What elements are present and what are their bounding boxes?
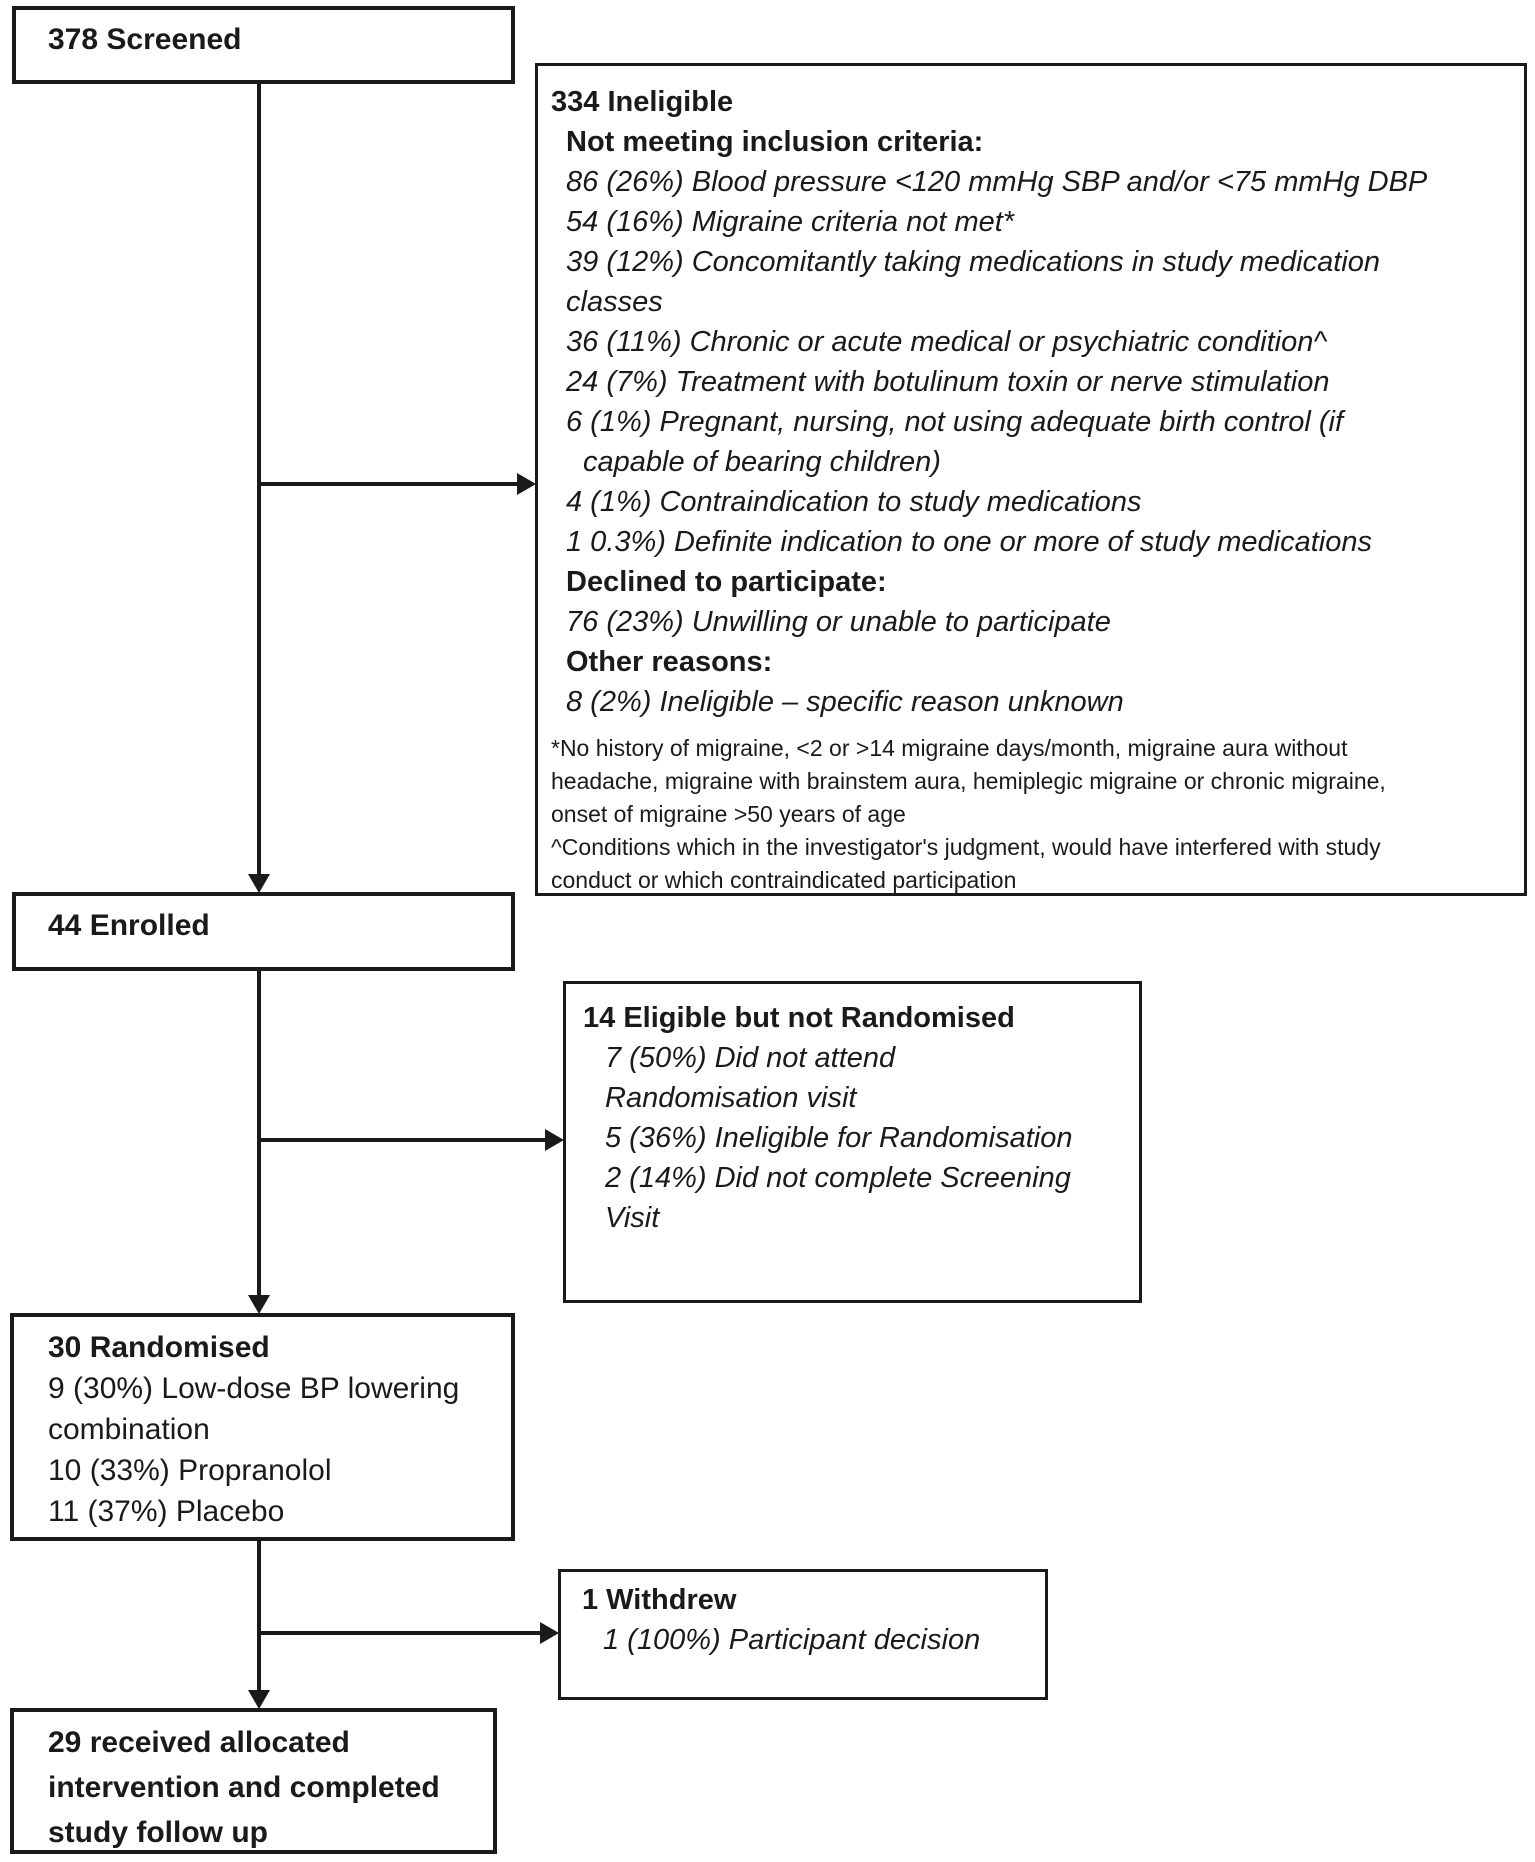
footnote-line: *No history of migraine, <2 or >14 migra… (551, 735, 1348, 761)
arrowhead-right-eligible-not-randomised (545, 1129, 564, 1151)
box-text-line: classes (566, 286, 663, 318)
box-screened: 378 Screened (12, 6, 515, 84)
footnote-block: *No history of migraine, <2 or >14 migra… (551, 732, 1524, 897)
box-enrolled: 44 Enrolled (12, 892, 515, 971)
box-text-line: Visit (605, 1202, 660, 1234)
box-text-line: Randomisation visit (605, 1082, 857, 1114)
arrowhead-right-withdrew (540, 1622, 559, 1644)
box-randomised: 30 Randomised 9 (30%) Low-dose BP lowerin… (10, 1313, 515, 1541)
box-text-line: 8 (2%) Ineligible – specific reason unkn… (566, 686, 1124, 718)
footnote-line: ^Conditions which in the investigator's … (551, 834, 1381, 860)
box-text-line: 29 received allocated (48, 1726, 350, 1759)
footnote-line: onset of migraine >50 years of age (551, 801, 906, 827)
connector-screened-to-enrolled (257, 84, 261, 874)
box-text-line: 5 (36%) Ineligible for Randomisation (605, 1122, 1073, 1154)
box-text-line: 10 (33%) Propranolol (48, 1454, 332, 1487)
footnote-line: conduct or which contraindicated partici… (551, 867, 1017, 893)
box-text-line: 86 (26%) Blood pressure <120 mmHg SBP an… (566, 166, 1428, 198)
box-text-line: 30 Randomised (48, 1331, 270, 1364)
box-text-line: Other reasons: (566, 646, 773, 678)
arrowhead-down-randomised (248, 1295, 270, 1314)
box-received-intervention: 29 received allocated intervention and co… (10, 1708, 497, 1854)
arrowhead-down-enrolled (248, 874, 270, 893)
connector-randomised-to-received (257, 1541, 261, 1690)
box-text-line: 1 (100%) Participant decision (603, 1624, 981, 1656)
box-text-line: 1 Withdrew (582, 1584, 737, 1616)
box-text-line: 14 Eligible but not Randomised (583, 1002, 1015, 1034)
box-text-line: 378 Screened (48, 23, 242, 56)
box-text-line: Declined to participate: (566, 566, 887, 598)
box-text-line: 76 (23%) Unwilling or unable to particip… (566, 606, 1111, 638)
box-text-line: 7 (50%) Did not attend (605, 1042, 896, 1074)
connector-to-withdrew (259, 1631, 540, 1635)
box-text-line: 11 (37%) Placebo (48, 1495, 285, 1528)
box-text-line: combination (48, 1413, 210, 1446)
box-text-line: 4 (1%) Contraindication to study medicat… (566, 486, 1142, 518)
box-text-line: intervention and completed (48, 1771, 440, 1804)
arrowhead-right-ineligible (517, 473, 536, 495)
box-text-line: Not meeting inclusion criteria: (566, 126, 984, 158)
box-text-line: 334 Ineligible (551, 86, 734, 118)
box-text-line: capable of bearing children) (583, 446, 941, 478)
box-text-line: 54 (16%) Migraine criteria not met* (566, 206, 1015, 238)
box-text-line: 39 (12%) Concomitantly taking medication… (566, 246, 1381, 278)
box-text-line: 9 (30%) Low-dose BP lowering (48, 1372, 460, 1405)
arrowhead-down-received (248, 1690, 270, 1709)
box-text-line: 6 (1%) Pregnant, nursing, not using adeq… (566, 406, 1344, 438)
box-text-line: 24 (7%) Treatment with botulinum toxin o… (566, 366, 1330, 398)
box-text-line: 1 0.3%) Definite indication to one or mo… (566, 526, 1372, 558)
box-text-line: study follow up (48, 1816, 268, 1849)
connector-to-ineligible (259, 482, 517, 486)
connector-enrolled-to-randomised (257, 971, 261, 1295)
box-text-line: 2 (14%) Did not complete Screening (605, 1162, 1071, 1194)
box-withdrew: 1 Withdrew 1 (100%) Participant decision (558, 1569, 1048, 1700)
footnote-line: headache, migraine with brainstem aura, … (551, 768, 1386, 794)
box-text-line: 44 Enrolled (48, 909, 210, 942)
box-eligible-not-randomised: 14 Eligible but not Randomised 7 (50%) Di… (563, 981, 1142, 1303)
box-text-line: 36 (11%) Chronic or acute medical or psy… (566, 326, 1327, 358)
connector-to-eligible-not-randomised (259, 1138, 545, 1142)
